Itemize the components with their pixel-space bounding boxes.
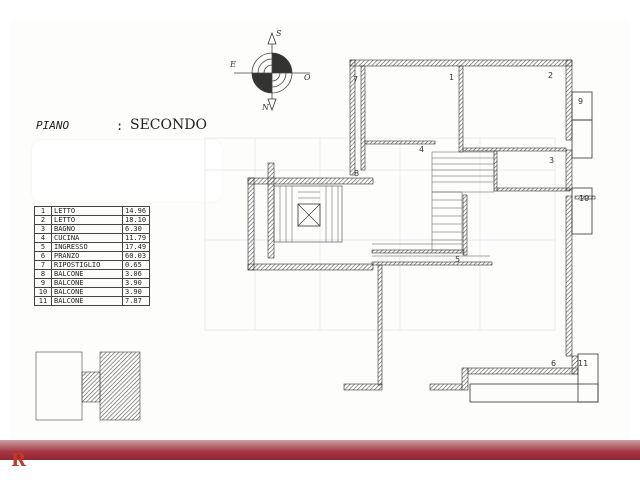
floor-label: PIANO (36, 119, 70, 132)
compass-east: E (229, 60, 236, 69)
svg-text:5: 5 (455, 255, 460, 264)
svg-text:8: 8 (354, 169, 359, 178)
redacted-area (32, 140, 222, 202)
svg-text:10: 10 (579, 194, 589, 203)
svg-text:6: 6 (551, 359, 556, 368)
bottom-color-band (0, 440, 640, 460)
floor-value: SECONDO (130, 117, 207, 133)
svg-text:7: 7 (353, 75, 358, 84)
compass-west: O (304, 73, 311, 82)
compass-north: N (261, 103, 270, 112)
room-labels: 1 2 3 4 5 6 7 8 9 10 11 (353, 71, 589, 368)
svg-text:2: 2 (548, 71, 553, 80)
R-logo-icon: R (11, 450, 26, 471)
key-plan (35, 351, 141, 421)
svg-text:4: 4 (419, 145, 424, 154)
svg-text:11: 11 (578, 359, 588, 368)
apartment-walls (343, 59, 596, 391)
interior-stair (372, 151, 495, 257)
balconies (469, 91, 599, 403)
compass-south: S (276, 29, 282, 38)
stair-core (247, 162, 374, 271)
bottom-strip (0, 460, 640, 480)
svg-text:9: 9 (578, 97, 583, 106)
floor-separator: : (116, 119, 124, 133)
compass-rose-icon (234, 31, 310, 112)
svg-text:3: 3 (549, 156, 554, 165)
svg-text:1: 1 (449, 73, 454, 82)
room-area: 7.87 (122, 296, 150, 306)
